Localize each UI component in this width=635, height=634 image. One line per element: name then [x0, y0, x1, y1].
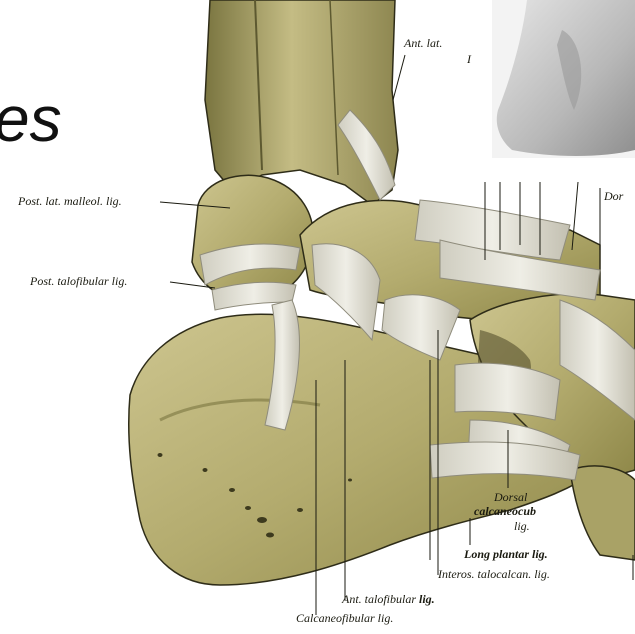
label-post-talofibular: Post. talofibular lig. [30, 275, 127, 288]
label-ant-talofibular-lig: lig. [419, 592, 435, 606]
metatarsal-base [570, 466, 635, 560]
inset-shape [492, 0, 635, 158]
label-dorsal-calcaneocub-3: lig. [514, 520, 530, 533]
heading-text: es [0, 82, 62, 156]
label-ant-talofibular-text: Ant. talofibular [342, 592, 419, 606]
label-calcaneofibular: Calcaneofibular lig. [296, 612, 393, 625]
label-interos-talocalcan: Interos. talocalcan. lig. [438, 568, 550, 581]
label-long-plantar: Long plantar lig. [464, 548, 548, 561]
label-dorsal-calcaneocub-2: calcaneocub [474, 505, 536, 518]
label-dorsal-calcaneocub-1: Dorsal [494, 491, 527, 504]
label-ant-lat: Ant. lat. [404, 37, 442, 50]
label-dorsal-right: Dor [604, 190, 623, 203]
label-ant-talofibular: Ant. talofibular lig. [342, 593, 435, 606]
inset-image [492, 0, 635, 158]
label-ant-lat-line2: I [467, 53, 471, 66]
label-post-lat-malleol: Post. lat. malleol. lig. [18, 195, 122, 208]
